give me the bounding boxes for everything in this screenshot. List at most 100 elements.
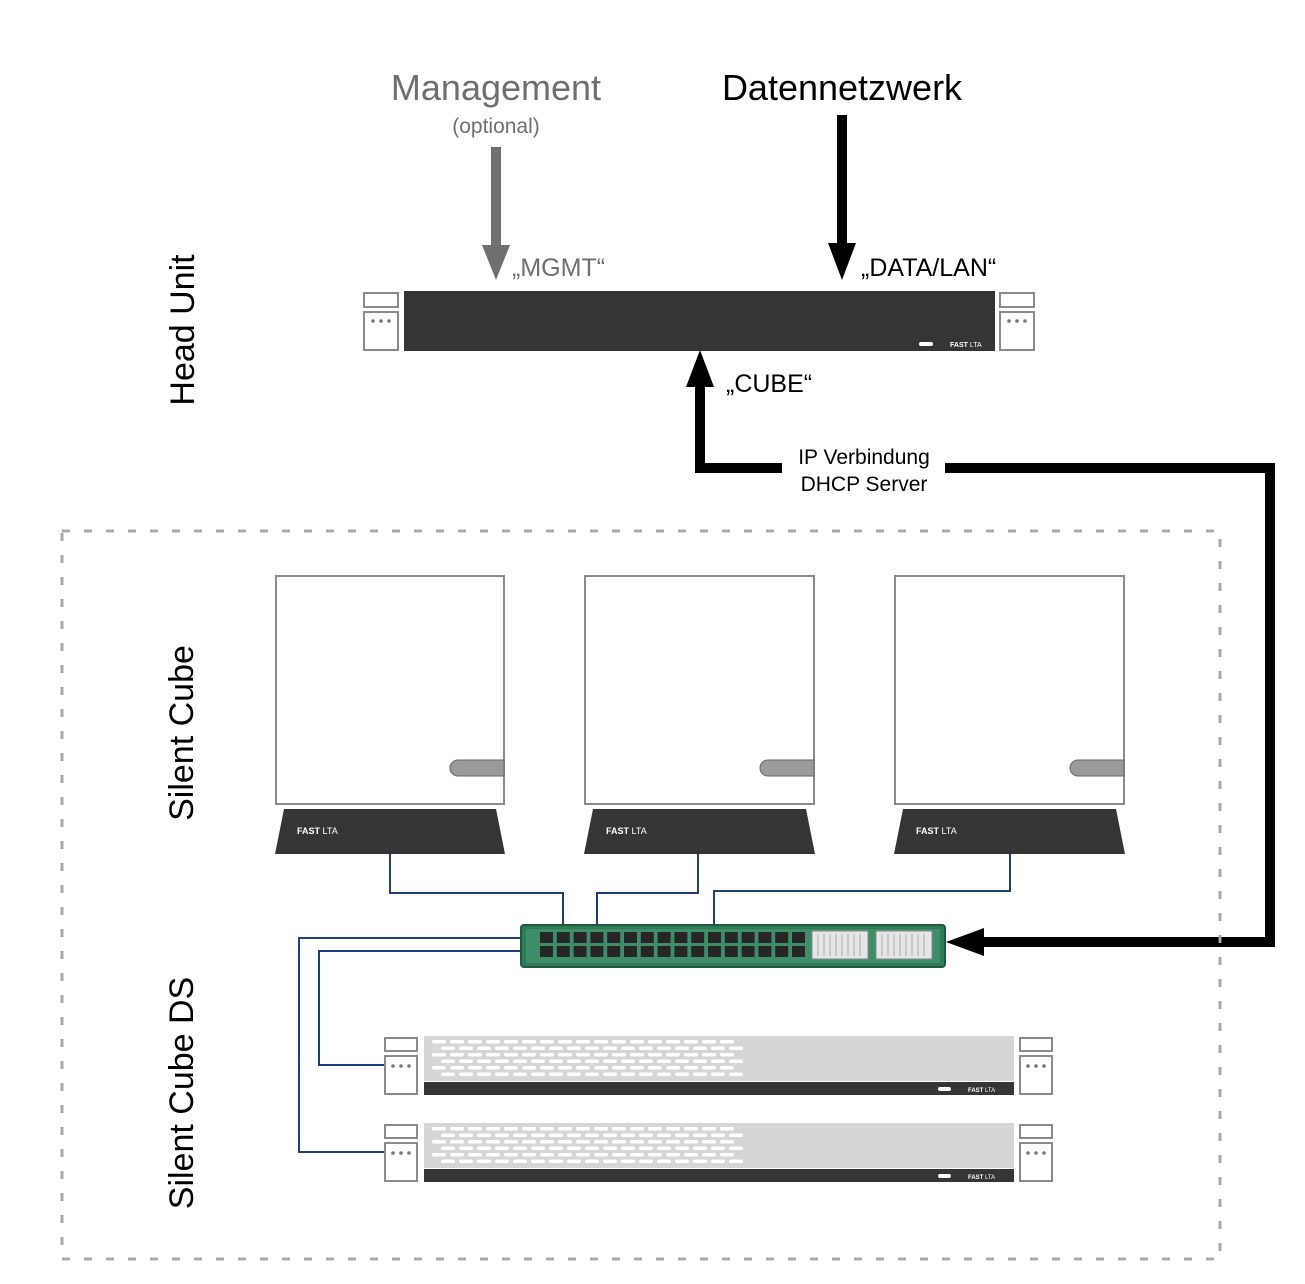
vent-slot <box>630 1140 644 1144</box>
management-title: Management <box>391 67 601 108</box>
vent-slot <box>684 1140 698 1144</box>
vent-slot <box>603 1059 617 1063</box>
vent-slot <box>702 1066 716 1070</box>
vent-slot <box>666 1140 680 1144</box>
switch-port <box>708 946 721 957</box>
vent-slot <box>711 1146 725 1150</box>
vent-slot <box>684 1066 698 1070</box>
vent-slot <box>459 1072 473 1076</box>
silent-cube-label: Silent Cube <box>163 645 201 821</box>
vent-slot <box>630 1053 644 1057</box>
vent-slot <box>612 1066 626 1070</box>
vent-slot <box>459 1046 473 1050</box>
mgmt-port-label: „MGMT“ <box>512 254 605 282</box>
vent-slot <box>729 1159 743 1163</box>
vent-slot <box>450 1040 464 1044</box>
vent-slot <box>513 1059 527 1063</box>
switch-port <box>758 932 772 943</box>
switch-port <box>775 946 789 957</box>
vent-slot <box>711 1072 725 1076</box>
switch-port <box>556 932 570 943</box>
vent-slot <box>567 1159 581 1163</box>
vent-slot <box>675 1133 689 1137</box>
vent-slot <box>522 1153 536 1157</box>
vent-slot <box>540 1053 554 1057</box>
vent-slot <box>504 1066 518 1070</box>
vent-slot <box>711 1133 725 1137</box>
switch-port <box>724 932 738 943</box>
network-cables <box>298 854 1011 1153</box>
vent-slot <box>504 1153 518 1157</box>
vent-slot <box>513 1146 527 1150</box>
vent-slot <box>585 1046 599 1050</box>
switch-port <box>792 932 805 943</box>
switch-port <box>775 932 789 943</box>
vent-slot <box>477 1046 491 1050</box>
vent-slot <box>603 1146 617 1150</box>
vent-slot <box>558 1153 572 1157</box>
vent-slot <box>612 1153 626 1157</box>
vent-slot <box>531 1146 545 1150</box>
vent-slot <box>648 1040 662 1044</box>
switch-port <box>741 932 755 943</box>
vent-slot <box>558 1127 572 1131</box>
vent-slot <box>621 1133 635 1137</box>
vent-slot <box>576 1153 590 1157</box>
data-network-title: Datennetzwerk <box>722 67 963 108</box>
vent-slot <box>621 1146 635 1150</box>
vent-slot <box>594 1066 608 1070</box>
vent-slot <box>585 1146 599 1150</box>
vent-slot <box>720 1040 734 1044</box>
vent-slot <box>450 1053 464 1057</box>
data-network-arrow <box>828 115 856 280</box>
switch-port <box>573 946 587 957</box>
vent-slot <box>684 1040 698 1044</box>
vent-slot <box>675 1072 689 1076</box>
vent-slot <box>729 1146 743 1150</box>
vent-slot <box>612 1053 626 1057</box>
vent-slot <box>531 1072 545 1076</box>
vent-slot <box>513 1159 527 1163</box>
vent-slot <box>513 1046 527 1050</box>
vent-slot <box>576 1127 590 1131</box>
vent-slot <box>459 1059 473 1063</box>
vent-slot <box>558 1066 572 1070</box>
connection-line2: DHCP Server <box>801 473 928 496</box>
vent-slot <box>504 1140 518 1144</box>
vent-slot <box>576 1053 590 1057</box>
vent-slot <box>711 1046 725 1050</box>
vent-slot <box>549 1133 563 1137</box>
vent-slot <box>540 1153 554 1157</box>
vent-slot <box>648 1140 662 1144</box>
switch-port <box>640 946 654 957</box>
vent-slot <box>639 1146 653 1150</box>
silent-cube-3: FAST LTA <box>894 575 1125 854</box>
vent-slot <box>567 1133 581 1137</box>
vent-slot <box>702 1127 716 1131</box>
switch-port <box>691 932 705 943</box>
vent-slot <box>729 1059 743 1063</box>
switch-port <box>540 932 553 943</box>
vent-slot <box>720 1053 734 1057</box>
vent-slot <box>612 1140 626 1144</box>
vent-slot <box>486 1066 500 1070</box>
vent-slot <box>657 1146 671 1150</box>
vent-slot <box>594 1153 608 1157</box>
svg-text:FAST LTA: FAST LTA <box>606 826 647 836</box>
vent-slot <box>567 1072 581 1076</box>
switch-port <box>640 932 654 943</box>
switch-port <box>540 946 553 957</box>
vent-slot <box>684 1053 698 1057</box>
vent-slot <box>594 1140 608 1144</box>
vent-slot <box>576 1066 590 1070</box>
vent-slot <box>432 1140 446 1144</box>
switch-port <box>556 946 570 957</box>
vent-slot <box>432 1153 446 1157</box>
vent-slot <box>531 1059 545 1063</box>
vent-slot <box>720 1127 734 1131</box>
vent-slot <box>540 1140 554 1144</box>
vent-slot <box>504 1127 518 1131</box>
vent-slot <box>495 1059 509 1063</box>
vent-slot <box>540 1066 554 1070</box>
vent-slot <box>495 1046 509 1050</box>
